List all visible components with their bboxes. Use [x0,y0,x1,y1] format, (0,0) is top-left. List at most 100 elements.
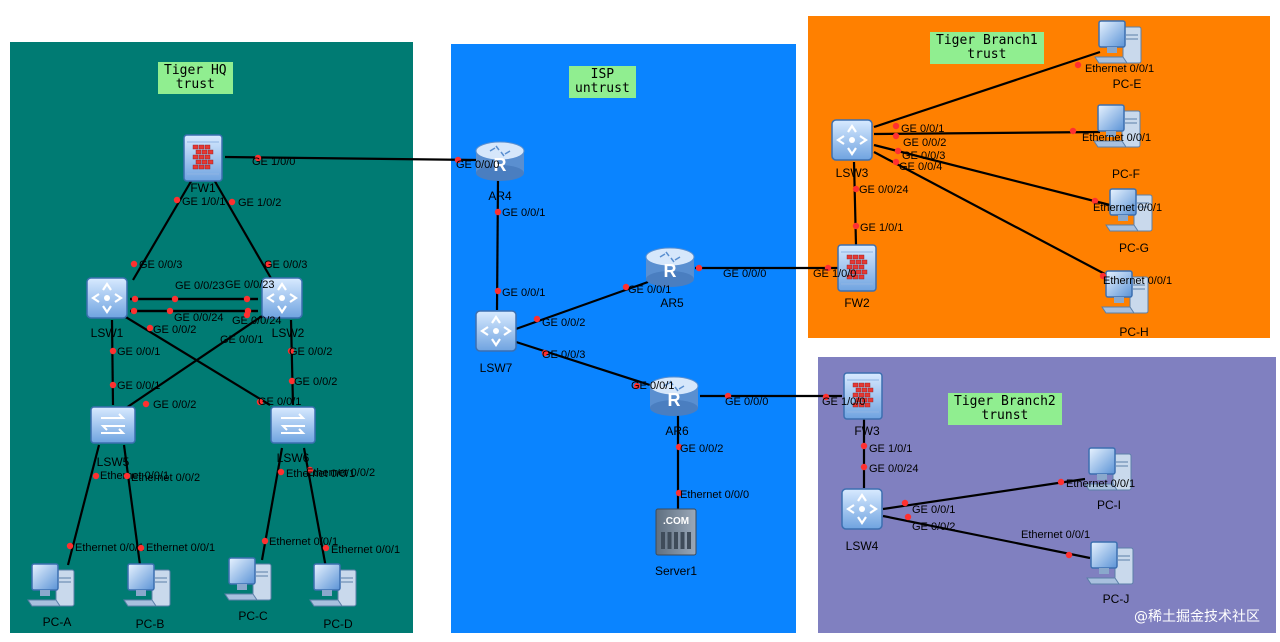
port-dot [824,264,832,272]
device-label: FW2 [844,296,870,310]
device-fw3[interactable]: FW3 [843,372,883,438]
device-label: PC-B [136,617,165,631]
port-dot [494,287,502,295]
core-switch-icon [86,277,128,319]
port-label: GE 0/0/0 [725,396,768,408]
port-dot [123,472,131,480]
device-pcb[interactable]: PC-B [123,563,171,631]
firewall-icon [837,244,877,292]
port-label: GE 1/0/0 [252,156,295,168]
device-lsw1[interactable]: LSW1 [86,277,128,340]
port-label: Ethernet 0/0/2 [131,472,200,484]
port-label: GE 0/0/1 [258,396,301,408]
device-pcd[interactable]: PC-D [309,563,357,631]
device-pce[interactable]: PC-E [1094,20,1142,91]
port-dot [264,260,272,268]
pc-icon [1101,270,1149,314]
link-lsw3-pce [873,50,1101,129]
port-dot [852,222,860,230]
port-dot [695,264,703,272]
device-lsw2[interactable]: LSW2 [261,277,305,340]
port-label: GE 0/0/1 [628,284,671,296]
device-lsw6[interactable]: LSW6 [270,406,316,465]
link-lsw4-pci [882,477,1086,511]
device-pci[interactable]: PC-I [1084,447,1132,512]
device-label: LSW3 [836,166,869,180]
device-lsw5[interactable]: LSW5 [90,406,136,469]
device-lsw3[interactable]: LSW3 [831,119,873,180]
port-label: GE 0/0/3 [902,150,945,162]
device-pch[interactable]: PC-H [1101,270,1149,339]
port-label: Ethernet 0/0/1 [1066,478,1135,490]
port-label: Ethernet 0/0/1 [1021,529,1090,541]
port-dot [622,283,630,291]
device-fw1[interactable]: FW1 [183,134,223,195]
device-pca[interactable]: PC-A [27,563,75,629]
pc-icon [1093,104,1141,148]
port-dot [1065,551,1073,559]
link-lsw2-lsw5 [125,315,263,409]
port-label: GE 0/0/23 [225,279,275,291]
port-dot [166,307,174,315]
port-dot [822,393,830,401]
port-label: GE 0/0/23 [175,280,225,292]
link-lsw3-pch [873,151,1121,283]
port-label: Ethernet 0/0/1 [1085,63,1154,75]
port-label: GE 0/0/1 [117,380,160,392]
device-pcf[interactable]: PC-F [1093,104,1141,181]
port-dot [243,311,251,319]
port-label: GE 0/0/2 [289,346,332,358]
device-label: PC-E [1113,77,1142,91]
port-dot [892,158,900,166]
link-fw1-lsw1 [132,177,194,281]
device-lsw7[interactable]: LSW7 [475,310,517,375]
core-switch-icon [261,277,303,319]
zone-branch2-label: Tiger Branch2 trunst [948,393,1062,425]
port-dot [633,382,641,390]
port-label: GE 0/0/2 [294,376,337,388]
port-dot [675,443,683,451]
port-dot [901,499,909,507]
pc-icon [1105,188,1153,232]
link-fw1-ar4 [224,155,479,162]
device-label: LSW6 [277,451,310,465]
zone-branch1-label: Tiger Branch1 trust [930,32,1044,64]
port-label: GE 0/0/24 [859,184,909,196]
port-label: GE 0/0/3 [139,259,182,271]
port-dot [1074,61,1082,69]
port-dot [1099,272,1107,280]
pc-icon [1084,447,1132,491]
link-lsw6-pcd [302,447,328,569]
device-pcc[interactable]: PC-C [224,557,272,623]
device-lsw4[interactable]: LSW4 [841,488,883,553]
port-label: GE 0/0/1 [220,334,263,346]
port-label: GE 0/0/2 [903,137,946,149]
device-fw2[interactable]: FW2 [837,244,877,310]
device-label: Server1 [655,564,697,578]
port-label: GE 0/0/2 [153,399,196,411]
port-dot [130,307,138,315]
port-label: GE 0/0/1 [912,504,955,516]
pc-icon [224,557,272,601]
port-label: GE 0/0/2 [153,324,196,336]
svg-text:R: R [664,261,677,281]
port-label: GE 0/0/1 [901,123,944,135]
device-pcg[interactable]: PC-G [1105,188,1153,255]
port-label: Ethernet 0/0/1 [1082,132,1151,144]
port-dot [306,466,314,474]
port-label: GE 0/0/1 [117,346,160,358]
port-label: Ethernet 0/0/1 [286,468,355,480]
port-label: Ethernet 0/0/1 [75,542,144,554]
port-dot [1057,478,1065,486]
port-dot [254,154,262,162]
port-dot [287,347,295,355]
port-dot [1069,127,1077,135]
port-label: GE 0/0/3 [542,349,585,361]
port-dot [288,377,296,385]
port-dot [904,513,912,521]
device-pcj[interactable]: PC-J [1086,541,1134,606]
